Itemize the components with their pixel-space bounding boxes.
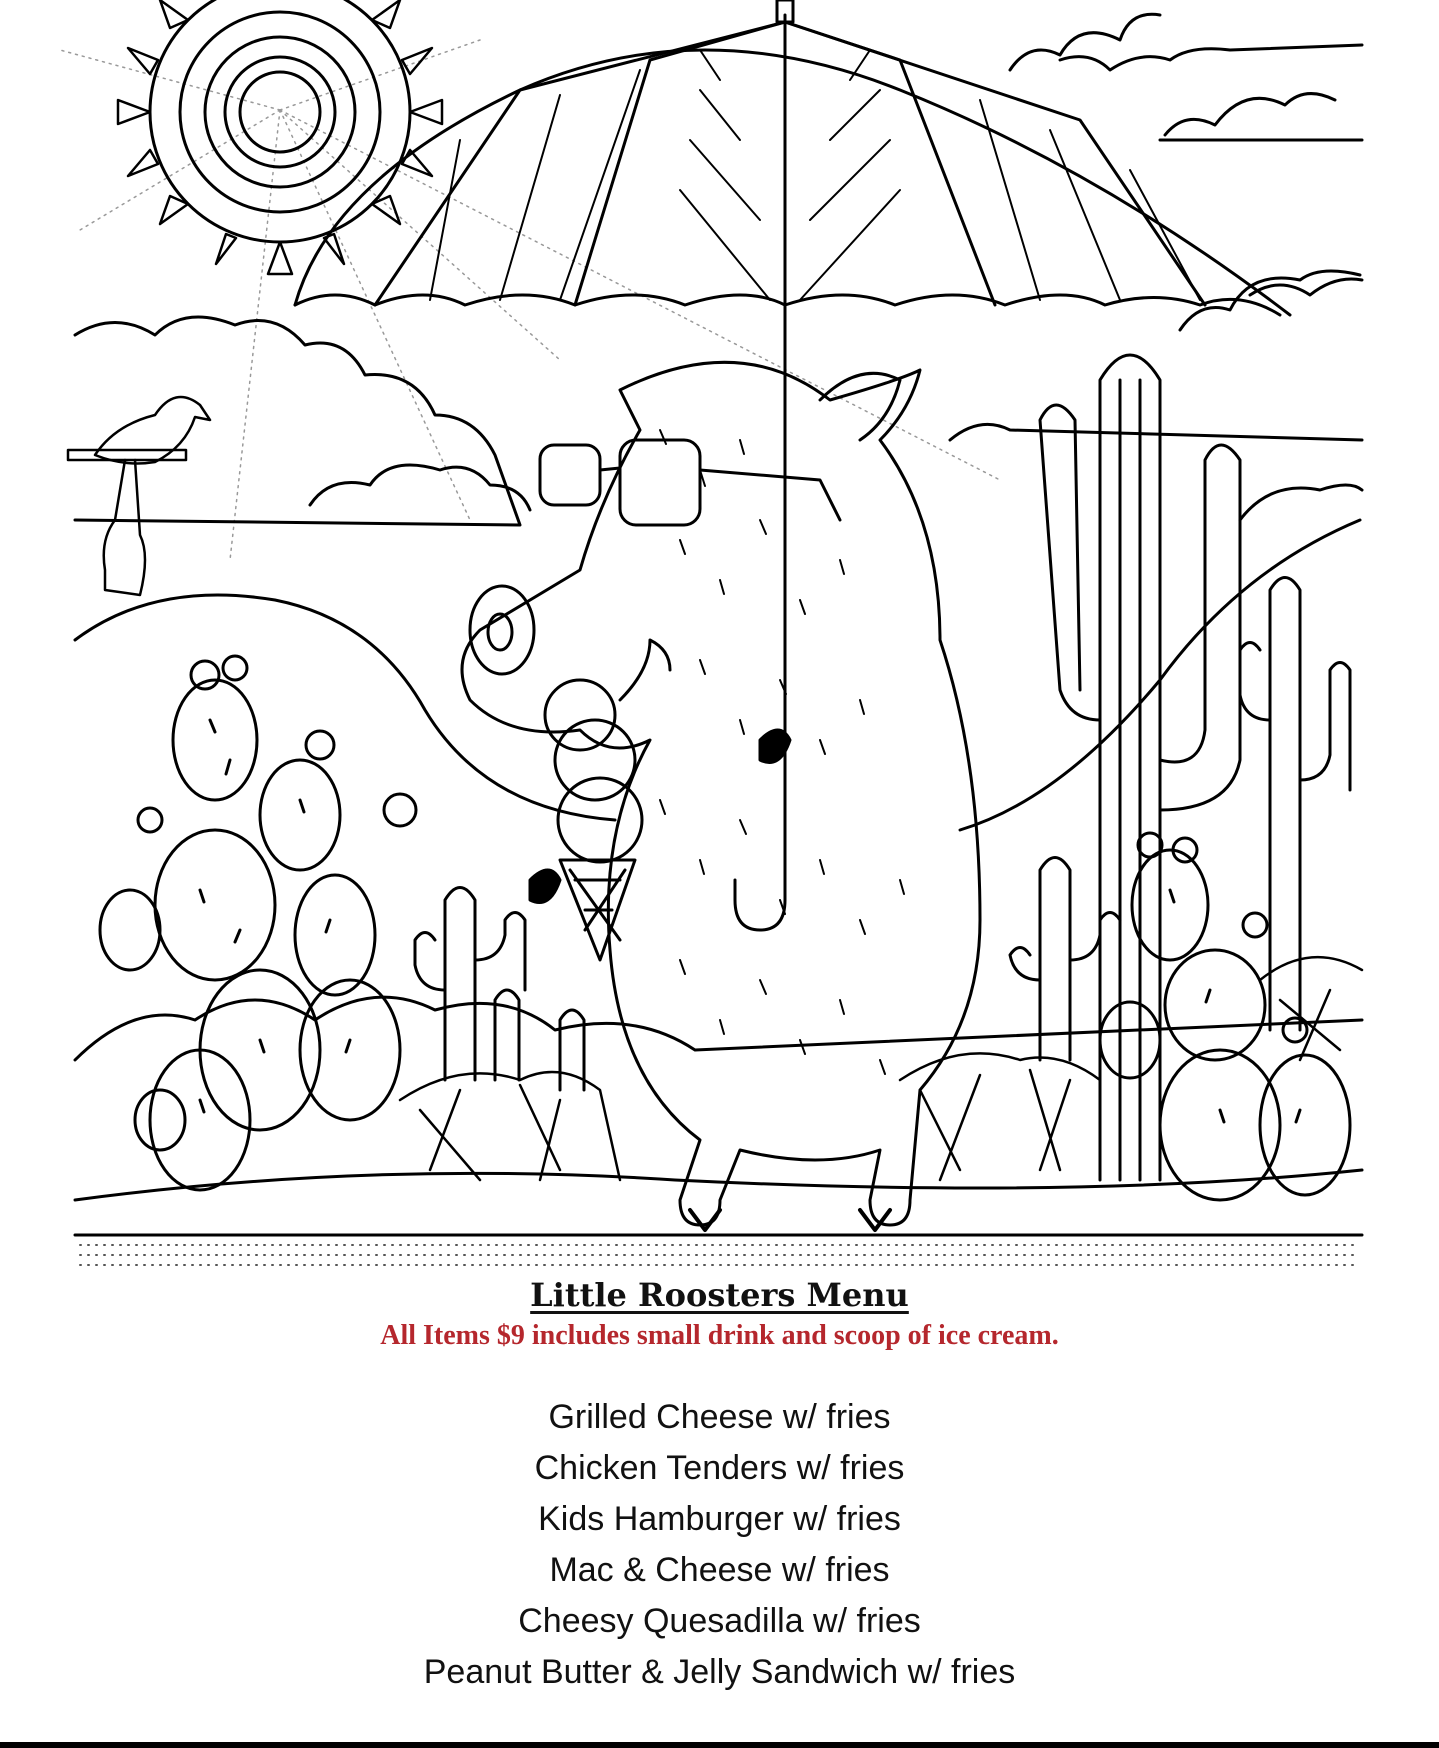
sun-rays <box>59 39 1001 561</box>
prickly-pear-cactus-icon <box>1098 831 1352 1202</box>
menu-item: Chicken Tenders w/ fries <box>534 1449 905 1487</box>
sun-icon <box>116 0 444 276</box>
menu-item-list: Grilled Cheese w/ fries Chicken Tenders … <box>0 1392 1439 1698</box>
menu-item: Grilled Cheese w/ fries <box>548 1398 891 1436</box>
dotted-ground <box>79 1244 1361 1266</box>
prickly-pear-cactus-icon <box>98 654 418 1192</box>
sunglasses-icon <box>538 438 842 527</box>
menu-item: Kids Hamburger w/ fries <box>538 1500 901 1538</box>
saguaro-cactus-icon <box>413 353 1352 1182</box>
ice-cream-cone-icon <box>543 638 672 962</box>
foreground-mounds <box>398 955 1364 1182</box>
desert-hills <box>73 518 1364 1237</box>
javelina-icon <box>460 360 982 1232</box>
menu-title: Little Roosters Menu <box>530 1276 909 1314</box>
coloring-page-illustration <box>59 0 1364 1266</box>
menu-item: Mac & Cheese w/ fries <box>549 1551 890 1589</box>
cloud-icon <box>73 12 1364 527</box>
menu-item: Peanut Butter & Jelly Sandwich w/ fries <box>423 1653 1016 1691</box>
menu-item: Cheesy Quesadilla w/ fries <box>518 1602 921 1640</box>
hoof-mark <box>528 868 562 904</box>
bottom-divider <box>0 1742 1439 1748</box>
umbrella-icon <box>293 0 1292 932</box>
hoof-mark <box>758 728 792 764</box>
bird-logo-icon <box>66 395 212 597</box>
menu-subtitle: All Items $9 includes small drink and sc… <box>380 1320 1059 1351</box>
